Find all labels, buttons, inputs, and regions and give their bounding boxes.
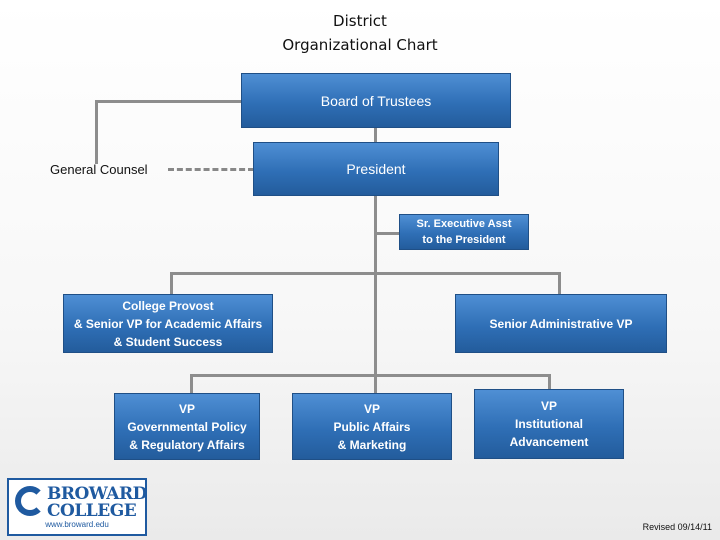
- exec-asst-label: Sr. Executive Asst to the President: [416, 218, 512, 246]
- chart-title-line1: District: [333, 12, 387, 30]
- vp-public-affairs-box: VP Public Affairs & Marketing: [292, 393, 452, 460]
- president-label: President: [346, 161, 406, 177]
- general-counsel-label: General Counsel: [50, 162, 148, 177]
- connector-board-left-vertical: [95, 100, 98, 164]
- vp-governmental-box: VP Governmental Policy & Regulatory Affa…: [114, 393, 260, 460]
- senior-admin-vp-box: Senior Administrative VP: [455, 294, 667, 353]
- senior-admin-vp-label: Senior Administrative VP: [489, 316, 633, 331]
- connector-admin-vp-drop: [558, 272, 561, 295]
- board-of-trustees-label: Board of Trustees: [320, 92, 432, 109]
- connector-branch-upper: [170, 272, 561, 275]
- connector-vp-gov-drop: [190, 374, 193, 394]
- vp-institutional-label: VP Institutional Advancement: [509, 399, 589, 449]
- president-box: President: [253, 142, 499, 196]
- connector-general-counsel-dashed: [168, 168, 254, 171]
- logo-url: www.broward.edu: [45, 520, 109, 529]
- connector-provost-drop: [170, 272, 173, 295]
- logo-text-line1: BROWARD: [47, 484, 147, 504]
- revised-date: Revised 09/14/11: [642, 522, 712, 532]
- vp-public-affairs-label: VP Public Affairs & Marketing: [333, 401, 411, 452]
- connector-branch-lower: [190, 374, 551, 377]
- vp-governmental-label: VP Governmental Policy & Regulatory Affa…: [127, 401, 247, 452]
- vp-institutional-box: VP Institutional Advancement: [474, 389, 624, 459]
- exec-asst-box: Sr. Executive Asst to the President: [399, 214, 529, 250]
- provost-label: College Provost & Senior VP for Academic…: [73, 298, 263, 349]
- connector-president-trunk: [374, 196, 377, 376]
- connector-board-president: [374, 127, 377, 143]
- chart-title-line2: Organizational Chart: [282, 36, 438, 54]
- connector-vp-inst-drop: [548, 374, 551, 390]
- board-of-trustees-box: Board of Trustees: [241, 73, 511, 128]
- broward-college-logo: BROWARD COLLEGE www.broward.edu: [7, 478, 147, 536]
- connector-exec-asst: [374, 232, 401, 235]
- connector-board-left-horizontal: [95, 100, 241, 103]
- logo-text-line2: COLLEGE: [47, 501, 137, 521]
- broward-logo-mark-icon: [15, 486, 45, 516]
- connector-vp-public-drop: [374, 374, 377, 394]
- provost-box: College Provost & Senior VP for Academic…: [63, 294, 273, 353]
